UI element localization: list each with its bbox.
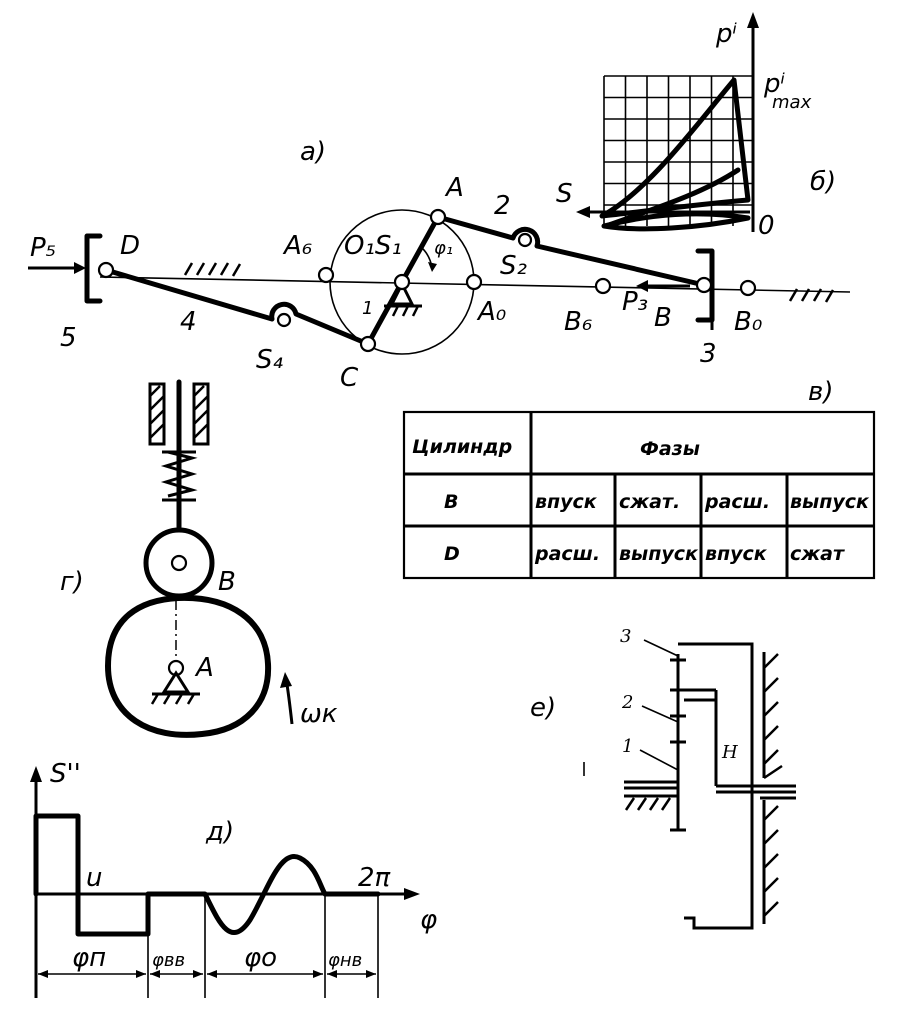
joint-s2 — [517, 232, 533, 248]
label-a0: A₀ — [476, 297, 507, 327]
label-phi-p: φп — [72, 943, 106, 973]
label-s4: S₄ — [256, 345, 284, 375]
table-frame — [402, 410, 876, 580]
label-b: B — [654, 303, 672, 333]
panel-g-label: г) — [60, 567, 84, 597]
cam-profile — [104, 594, 272, 738]
label-a: A — [444, 173, 464, 203]
label-u: u — [86, 863, 102, 893]
label-p5: P₅ — [30, 233, 56, 263]
gear-label-1: 1 — [622, 736, 633, 757]
piston-5 — [84, 233, 103, 304]
cam-mechanism: г) — [60, 379, 338, 738]
label-d: D — [120, 231, 140, 261]
phase-table: в) Цилиндр Фазы B впуск сжат. расш. выпу… — [402, 377, 876, 580]
cell-b-phase-2: сжат. — [619, 491, 680, 513]
joint-o1 — [393, 273, 411, 291]
crank-support — [389, 280, 415, 306]
label-link-5: 5 — [60, 323, 77, 353]
joint-a0 — [465, 273, 483, 291]
label-s2: S₂ — [500, 251, 527, 281]
gas-exchange-loop — [601, 211, 751, 232]
header-phases: Фазы — [640, 438, 700, 460]
label-phi: φ — [420, 905, 437, 935]
cell-b-phase-1: впуск — [535, 491, 598, 513]
joint-b0 — [739, 279, 757, 297]
joint-b6 — [594, 277, 612, 295]
cell-d-phase-4: сжат — [790, 543, 845, 565]
panel-b-label: б) — [810, 167, 836, 197]
label-p-max-sub: max — [772, 92, 812, 113]
gear-label-3: 3 — [620, 626, 631, 647]
joint-c — [359, 335, 377, 353]
spring — [160, 450, 198, 498]
label-link-4: 4 — [180, 307, 197, 337]
joint-d — [97, 261, 115, 279]
label-2pi: 2π — [358, 863, 391, 893]
header-cylinder: Цилиндр — [412, 436, 512, 458]
connecting-rod-4 — [103, 267, 371, 347]
ground-hatch-left — [183, 262, 242, 277]
panel-e-label: е) — [530, 693, 556, 723]
gear-label-2: 2 — [621, 692, 633, 713]
label-phi-o: φо — [244, 943, 277, 973]
label-p-axis: pⁱ — [715, 19, 738, 49]
acceleration-diagram: S'' д) u 2π φ φп φвв φо φнв — [30, 759, 437, 998]
cell-d-phase-2: выпуск — [619, 543, 699, 565]
label-phi1: φ₁ — [434, 238, 453, 259]
label-c: C — [340, 363, 359, 393]
ground-hatch-right — [788, 288, 835, 303]
gear-label-h: H — [721, 742, 738, 763]
ring-gear-3 — [678, 642, 754, 930]
cell-cyl-b: B — [444, 491, 458, 513]
panel-d-label: д) — [205, 817, 234, 847]
label-cam-a: A — [194, 653, 214, 683]
label-b6: B₆ — [564, 307, 592, 337]
label-a6: A₆ — [282, 231, 312, 261]
indicator-diagram: pⁱ pⁱ max S 0 б) — [556, 12, 836, 241]
label-phi-vv: φвв — [152, 950, 185, 971]
label-b0: B₀ — [734, 307, 763, 337]
label-s: S — [556, 179, 573, 209]
cell-b-phase-3: расш. — [704, 491, 770, 513]
label-link-3: 3 — [700, 339, 717, 369]
joint-a6 — [317, 266, 335, 284]
cell-d-phase-1: расш. — [534, 543, 600, 565]
label-s-double-prime: S'' — [50, 759, 81, 789]
panel-a-label: a) — [300, 137, 326, 167]
linkage-mechanism: a) P₅ D A₆ O₁S₁ A φ₁ 2 S₂ A₀ B₆ P₃ B B₀ … — [28, 137, 851, 393]
connecting-rod-2 — [435, 214, 707, 288]
cell-cyl-d: D — [444, 543, 460, 565]
label-roller-b: B — [218, 567, 236, 597]
cell-d-phase-3: впуск — [705, 543, 768, 565]
joint-s4 — [276, 312, 292, 328]
label-phi-nv: φнв — [328, 950, 362, 971]
compression-expansion-curve — [599, 77, 751, 219]
label-p3: P₃ — [622, 287, 648, 317]
planetary-gear: е) — [530, 626, 796, 930]
label-p-max: pⁱ — [763, 69, 786, 99]
joint-a — [429, 208, 447, 226]
label-zero: 0 — [758, 211, 775, 241]
guide-hatch — [149, 385, 209, 439]
label-link-2: 2 — [494, 191, 511, 221]
joint-b — [695, 276, 713, 294]
label-omega: ωк — [300, 699, 338, 729]
roller-pin — [170, 554, 188, 572]
housing-hatch — [763, 653, 783, 917]
label-link-1: 1 — [362, 298, 373, 319]
left-bearing-hatch — [624, 797, 672, 811]
label-o1s1: O₁S₁ — [344, 231, 402, 261]
panel-v-label: в) — [808, 377, 833, 407]
interval-dimensions — [38, 970, 376, 978]
cell-b-phase-4: выпуск — [790, 491, 870, 513]
